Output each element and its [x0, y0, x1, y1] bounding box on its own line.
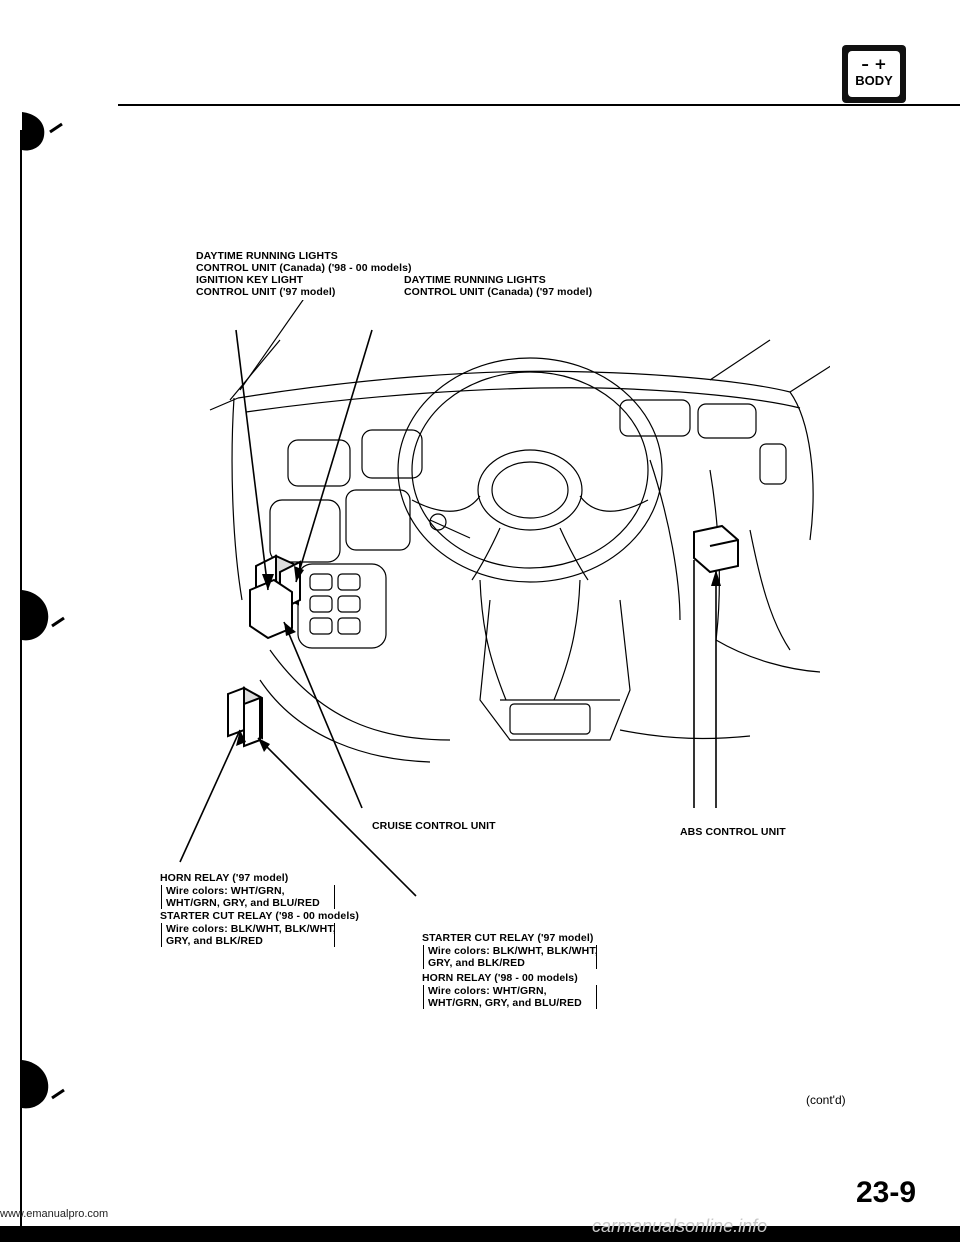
badge-label: BODY — [855, 73, 893, 88]
continued-note: (cont'd) — [806, 1093, 846, 1107]
binder-marks — [22, 112, 65, 1109]
watermark: carmanualsonline.info — [592, 1216, 768, 1236]
page-number: 23-9 — [856, 1176, 917, 1209]
bottom-bar — [0, 1226, 960, 1242]
battery-icon: – + — [861, 55, 887, 73]
label-drl-98-00: DAYTIME RUNNING LIGHTS CONTROL UNIT (Can… — [196, 250, 412, 298]
label-horn-relay-98: HORN RELAY ('98 - 00 models) — [422, 972, 578, 984]
label-horn-relay-97: HORN RELAY ('97 model) — [160, 872, 289, 884]
bracket-starter-97 — [423, 945, 597, 969]
badge-inner: – + BODY — [848, 51, 900, 97]
wires-starter-relay-98: Wire colors: BLK/WHT, BLK/WHT, GRY, and … — [166, 923, 336, 947]
wires-horn-relay-97: Wire colors: WHT/GRN, WHT/GRN, GRY, and … — [166, 885, 320, 909]
label-starter-relay-97: STARTER CUT RELAY ('97 model) — [422, 932, 594, 944]
footer-url[interactable]: www.emanualpro.com — [0, 1208, 109, 1220]
bracket-starter-98 — [161, 923, 335, 947]
wires-horn-relay-98: Wire colors: WHT/GRN, WHT/GRN, GRY, and … — [428, 985, 582, 1009]
header-rule — [118, 104, 960, 106]
left-spine — [20, 130, 22, 1242]
label-abs-unit: ABS CONTROL UNIT — [680, 826, 786, 838]
label-starter-relay-98: STARTER CUT RELAY ('98 - 00 models) — [160, 910, 359, 922]
label-cruise-unit: CRUISE CONTROL UNIT — [372, 820, 496, 832]
section-badge: – + BODY — [842, 45, 906, 103]
wires-starter-relay-97: Wire colors: BLK/WHT, BLK/WHT, GRY, and … — [428, 945, 598, 969]
dashboard-illustration — [209, 300, 830, 763]
bracket-horn-98 — [423, 985, 597, 1009]
label-drl-97: DAYTIME RUNNING LIGHTS CONTROL UNIT (Can… — [404, 274, 593, 298]
bracket-horn-97 — [161, 885, 335, 909]
